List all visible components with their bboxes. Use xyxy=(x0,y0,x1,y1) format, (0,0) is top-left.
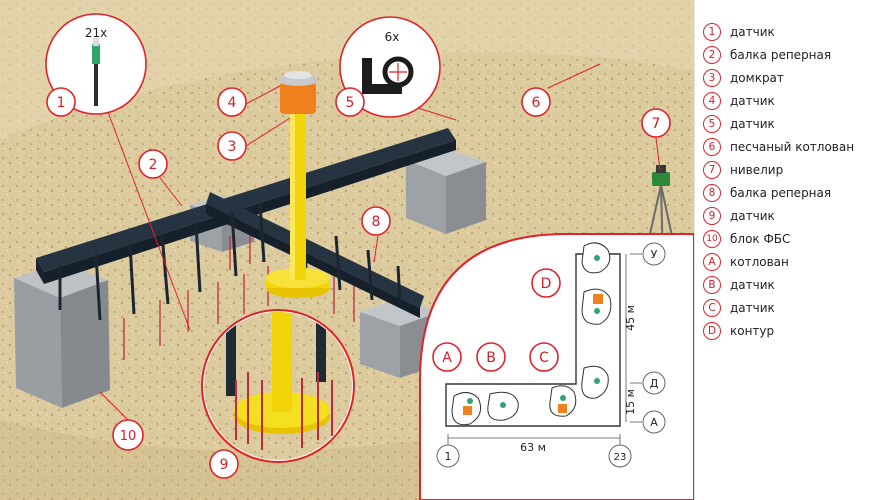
zoom-sensor-count: 21x xyxy=(85,26,107,40)
svg-text:У: У xyxy=(651,248,658,261)
legend-badge: 4 xyxy=(703,92,721,110)
jack-column xyxy=(266,71,330,298)
svg-text:9: 9 xyxy=(220,457,229,473)
legend-label: домкрат xyxy=(730,71,784,85)
legend-badge: A xyxy=(703,253,721,271)
legend-label: датчик xyxy=(730,301,775,315)
zoom-sensor2-count: 6x xyxy=(385,30,400,44)
svg-text:2: 2 xyxy=(149,157,158,173)
callout-3: 3 xyxy=(217,131,247,161)
legend-divider xyxy=(694,0,695,500)
legend-row-4: 4 датчик xyxy=(703,91,775,111)
svg-text:1: 1 xyxy=(57,95,66,111)
plan-contour xyxy=(445,253,621,427)
legend-badge: B xyxy=(703,276,721,294)
svg-text:Д: Д xyxy=(650,377,659,390)
axis-label-u: У xyxy=(642,242,666,266)
legend-badge: 9 xyxy=(703,207,721,225)
dim-height-short: 15 м xyxy=(624,389,637,415)
axis-label-23: 23 xyxy=(608,444,632,468)
legend-label: балка реперная xyxy=(730,186,832,200)
legend-row-9: 9 датчик xyxy=(703,206,775,226)
plan-marker-a: A xyxy=(432,342,462,372)
legend-badge: 10 xyxy=(703,230,721,248)
legend-label: песчаный котлован xyxy=(730,140,855,154)
legend-label: балка реперная xyxy=(730,48,832,62)
svg-text:D: D xyxy=(541,276,552,292)
legend-badge: 1 xyxy=(703,23,721,41)
callout-5: 5 xyxy=(335,87,365,117)
legend-row-7: 7 нивелир xyxy=(703,160,783,180)
plan-marker-b: B xyxy=(476,342,506,372)
callout-7: 7 xyxy=(641,108,671,138)
legend-label: датчик xyxy=(730,25,775,39)
legend-label: датчик xyxy=(730,117,775,131)
legend-label: блок ФБС xyxy=(730,232,791,246)
svg-text:3: 3 xyxy=(228,139,237,155)
zoom-sensor-21x: 21x xyxy=(45,13,147,115)
svg-text:A: A xyxy=(442,350,452,366)
zoom-sensor-6x: 6x xyxy=(339,16,441,118)
dim-height-long: 45 м xyxy=(624,305,637,331)
legend-badge: 6 xyxy=(703,138,721,156)
callout-9: 9 xyxy=(209,449,239,479)
svg-text:5: 5 xyxy=(346,95,355,111)
legend-badge: 2 xyxy=(703,46,721,64)
callout-8: 8 xyxy=(361,206,391,236)
legend-badge: 3 xyxy=(703,69,721,87)
legend-row-8: 8 балка реперная xyxy=(703,183,831,203)
callout-4: 4 xyxy=(217,87,247,117)
svg-text:B: B xyxy=(486,350,496,366)
legend-row-6: 6 песчаный котлован xyxy=(703,137,854,157)
svg-text:C: C xyxy=(539,350,549,366)
callout-1: 1 xyxy=(46,87,76,117)
concrete-block-left xyxy=(14,262,110,408)
legend-label: датчик xyxy=(730,94,775,108)
legend-label: нивелир xyxy=(730,163,784,177)
legend-row-10: 10 блок ФБС xyxy=(703,229,790,249)
callout-10: 10 xyxy=(112,419,144,451)
callout-2: 2 xyxy=(138,149,168,179)
svg-text:10: 10 xyxy=(120,429,137,444)
callout-leaders xyxy=(99,63,661,421)
svg-text:23: 23 xyxy=(614,452,627,463)
legend-badge: D xyxy=(703,322,721,340)
legend-row-2: 2 балка реперная xyxy=(703,45,831,65)
legend-row-1: 1 датчик xyxy=(703,22,775,42)
legend-badge: C xyxy=(703,299,721,317)
svg-text:7: 7 xyxy=(652,116,661,132)
plan-marker-c: C xyxy=(529,342,559,372)
svg-text:4: 4 xyxy=(228,95,237,111)
axis-label-a: А xyxy=(642,410,666,434)
legend-label: датчик xyxy=(730,278,775,292)
svg-text:1: 1 xyxy=(445,450,452,463)
svg-text:А: А xyxy=(650,416,658,429)
legend-row-3: 3 домкрат xyxy=(703,68,784,88)
svg-text:8: 8 xyxy=(372,214,381,230)
legend-label: датчик xyxy=(730,209,775,223)
axis-label-d: Д xyxy=(642,371,666,395)
svg-text:6: 6 xyxy=(532,95,541,111)
legend-label: котлован xyxy=(730,255,789,269)
axis-label-1: 1 xyxy=(436,444,460,468)
zoom-base-plate xyxy=(201,309,355,463)
legend-badge: 8 xyxy=(703,184,721,202)
plan-panel: A B C D 1 23 У Д А 63 м 45 м 15 м xyxy=(419,233,695,500)
legend-label: контур xyxy=(730,324,775,338)
plan-marker-d: D xyxy=(531,268,561,298)
dim-width: 63 м xyxy=(520,441,546,454)
legend-row-5: 5 датчик xyxy=(703,114,775,134)
legend-badge: 7 xyxy=(703,161,721,179)
callout-6: 6 xyxy=(521,87,551,117)
legend-badge: 5 xyxy=(703,115,721,133)
